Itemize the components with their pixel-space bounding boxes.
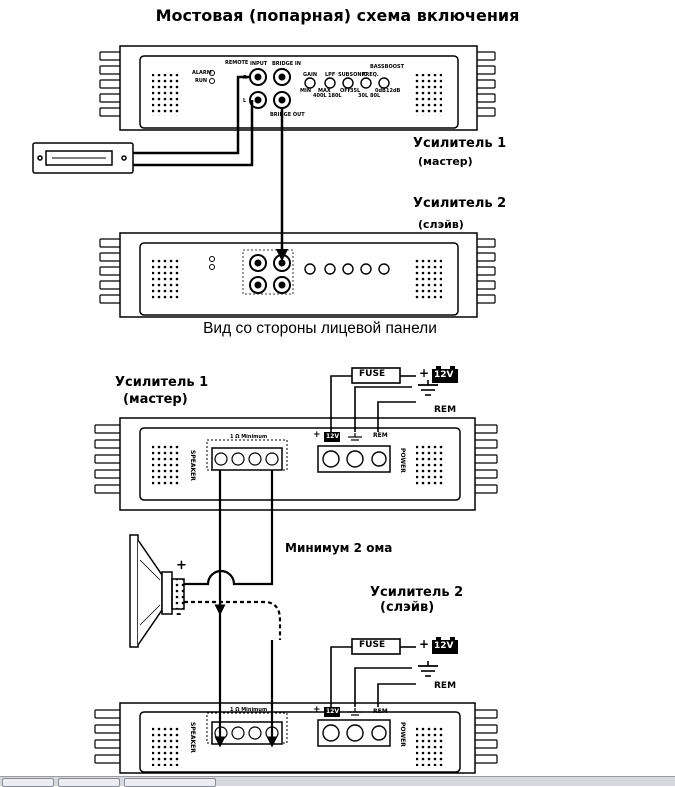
off-label: OFF: [340, 88, 352, 94]
top-amp1-label: Усилитель 1: [413, 136, 507, 151]
bottom-amp1-label: Усилитель 1: [115, 375, 209, 390]
lpf-label: LPF: [325, 72, 336, 78]
bottom-amp1-grille-right: [416, 445, 444, 487]
amp2-terminal-rem-label: REM: [373, 708, 388, 715]
bottom-amp2-label: Усилитель 2: [370, 585, 464, 600]
top-amp2-faceplate: [139, 242, 459, 316]
hz80-label: 80L: [370, 93, 381, 99]
top-amp2-grille-right: [414, 258, 442, 300]
amp2-power-wiring: [330, 638, 438, 707]
input-label: INPUT: [250, 61, 268, 67]
bottom-amp1-faceplate: [139, 427, 461, 501]
top-amp1-grille-right: [414, 74, 442, 116]
subsonic-label: SUBSONIC: [338, 72, 368, 78]
front-panel-caption: Вид со стороны лицевой панели: [203, 320, 437, 337]
run-label: RUN: [195, 78, 208, 84]
top-amp1-faceplate: [139, 55, 459, 129]
l-label: L: [243, 98, 247, 104]
bottom-amp2-grille-left: [152, 726, 180, 766]
speaker-icon: [129, 534, 185, 648]
bottom-amp2-speaker-terminals: [206, 712, 288, 745]
bottom-amp2-grille-right: [416, 726, 444, 766]
amp1-terminal-plus-label: +: [313, 430, 321, 440]
min-label: MIN: [300, 88, 312, 94]
amp1-terminal-rem-label: REM: [373, 432, 388, 439]
bottom-amp2-faceplate: [139, 711, 461, 773]
amp1-rem-label: REM: [434, 405, 457, 415]
alarm-label: ALARM: [192, 70, 212, 76]
db0-label: 0dB: [375, 88, 386, 94]
amp2-terminal-12v-label: 12V: [326, 708, 339, 715]
top-amp1-grille-left: [152, 74, 180, 116]
amp1-12v-label: 12V: [434, 370, 454, 380]
hz180-label: 180L: [328, 93, 342, 99]
bassboost-label: BASSBOOST: [370, 64, 404, 70]
amp1-plus-label: +: [419, 366, 430, 380]
page-title: Мостовая (попарная) схема включения: [155, 6, 520, 25]
amp1-minimum-note: 1 Ω Minimum: [230, 434, 268, 440]
amp2-minimum-note: 1 Ω Minimum: [230, 707, 268, 713]
amp2-terminal-plus-label: +: [313, 705, 321, 715]
rca-cables: [133, 75, 289, 262]
amp2-power-label: POWER: [399, 722, 406, 747]
amp1-fuse-label: FUSE: [359, 369, 386, 379]
bridge-in-label: BRIDGE IN: [272, 61, 301, 67]
amp1-power-label: POWER: [399, 448, 406, 473]
gain-label: GAIN: [303, 72, 318, 78]
amp2-battery-icon: [432, 637, 458, 654]
amp2-plus-label: +: [419, 637, 430, 651]
amp1-terminal-12v-label: 12V: [326, 433, 339, 440]
amp2-terminal-battery-icon: [324, 707, 340, 717]
bottom-amp2-role: (слэйв): [380, 600, 435, 615]
bridge-out-label: BRIDGE OUT: [270, 112, 305, 118]
amp1-power-wiring: [330, 367, 438, 432]
top-amp2-rca-jacks: [242, 249, 294, 295]
min-impedance-label: Минимум 2 ома: [285, 541, 393, 555]
speaker-minus-label: -: [176, 607, 182, 622]
amp2-fuse-label: FUSE: [359, 640, 386, 650]
speaker-wires: [184, 470, 282, 748]
top-amp2-grille-left: [152, 258, 180, 300]
top-amp1-knobs: [304, 77, 390, 89]
speaker-plus-label: +: [176, 558, 187, 573]
db12-label: 12dB: [386, 88, 401, 94]
amp2-terminal-ground-icon: [348, 708, 362, 716]
amp1-speaker-label: SPEAKER: [189, 450, 196, 481]
bottom-amp2-power-terminals: [317, 719, 391, 747]
amp1-terminal-ground-icon: [348, 433, 362, 441]
top-amp2-role: (слэйв): [418, 218, 464, 231]
hz400-label: 400L: [313, 93, 327, 99]
max-label: MAX: [318, 88, 331, 94]
bottom-amp1-speaker-terminals: [206, 439, 288, 471]
taskbar-button[interactable]: [2, 778, 54, 787]
top-amp1-rca-jacks: [249, 68, 291, 109]
top-amp1-role: (мастер): [418, 155, 473, 168]
top-amp2-label: Усилитель 2: [413, 196, 507, 211]
amp2-rem-label: REM: [434, 681, 457, 691]
taskbar-button[interactable]: [58, 778, 120, 787]
led-indicators: [209, 70, 215, 270]
taskbar-button[interactable]: [124, 778, 216, 787]
remote-label: REMOTE: [225, 60, 249, 66]
amp1-terminal-battery-icon: [324, 432, 340, 442]
bottom-amp1-power-terminals: [317, 445, 391, 473]
amp2-12v-label: 12V: [434, 641, 454, 651]
freq-label: FREQ.: [362, 72, 379, 78]
bottom-amp1-role: (мастер): [123, 392, 188, 407]
bottom-amp1-grille-left: [152, 445, 180, 487]
r-label: R: [243, 75, 247, 81]
head-unit: [32, 142, 134, 174]
top-amp2-knobs: [304, 263, 390, 275]
amp1-battery-icon: [432, 366, 458, 383]
amp2-speaker-label: SPEAKER: [189, 722, 196, 753]
hz30-label: 30L: [358, 93, 369, 99]
hz35-label: 35L: [350, 88, 361, 94]
